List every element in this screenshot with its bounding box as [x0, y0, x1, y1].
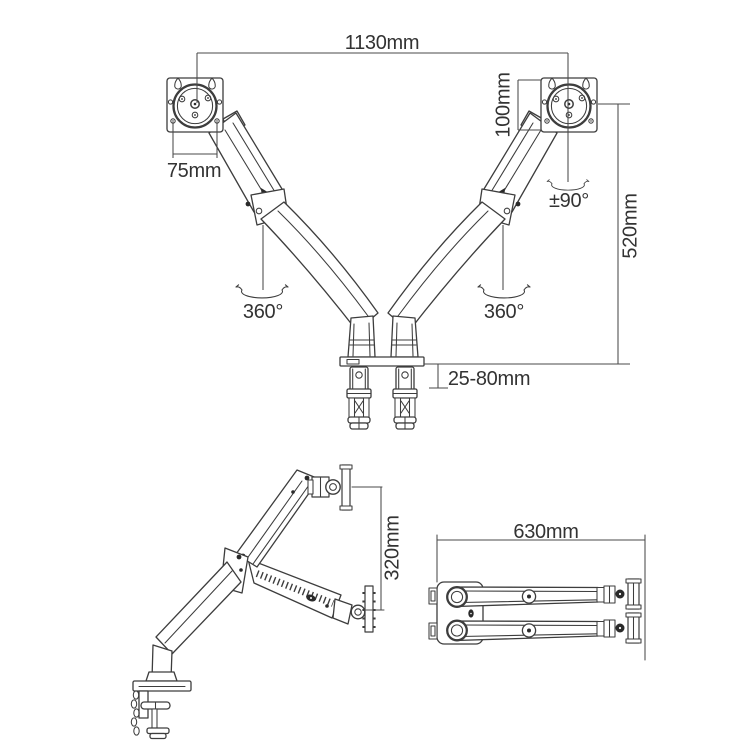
dim-vesa-width-label: 75mm: [167, 160, 221, 182]
dimension-lines-side: [351, 486, 385, 611]
rotation-symbol-left: [235, 284, 289, 299]
desk-clamp-right: [392, 366, 418, 430]
desk-clamp-left: [346, 366, 372, 430]
base-plate: [339, 356, 425, 367]
side-arm-lowered-position: [247, 558, 376, 633]
dim-overall-width-label: 1130mm: [345, 32, 420, 54]
gas-spring-arm-left: [208, 110, 379, 358]
side-lower-arm-and-clamp: [130, 561, 242, 740]
cable-chain: [130, 690, 140, 736]
dimension-lines-front: [172, 52, 630, 389]
gas-spring-arm-right: [387, 110, 558, 358]
top-view-arm-posts: [446, 586, 474, 642]
vesa-plate-right: [539, 76, 599, 134]
dim-height-adjustment-label: 320mm: [381, 515, 403, 580]
vesa-plate-left: [165, 76, 225, 134]
dim-column-height-label: 520mm: [619, 193, 641, 258]
side-view: 320mm: [130, 464, 403, 740]
front-view: 1130mm 75mm 100mm ±90° 520mm 360° 360° 2…: [165, 32, 641, 430]
dim-arm-swivel-left-label: 360°: [243, 301, 283, 323]
dimension-lines-top: [436, 534, 646, 661]
dim-clamp-range-label: 25-80mm: [448, 368, 530, 390]
dim-arm-swivel-right-label: 360°: [484, 301, 524, 323]
dim-arm-reach-label: 630mm: [513, 521, 578, 543]
dim-vesa-height-label: 100mm: [492, 72, 514, 137]
dim-screen-rotation-label: ±90°: [549, 190, 589, 212]
top-view: 630mm: [428, 521, 646, 661]
rotation-symbol-right: [477, 284, 531, 299]
